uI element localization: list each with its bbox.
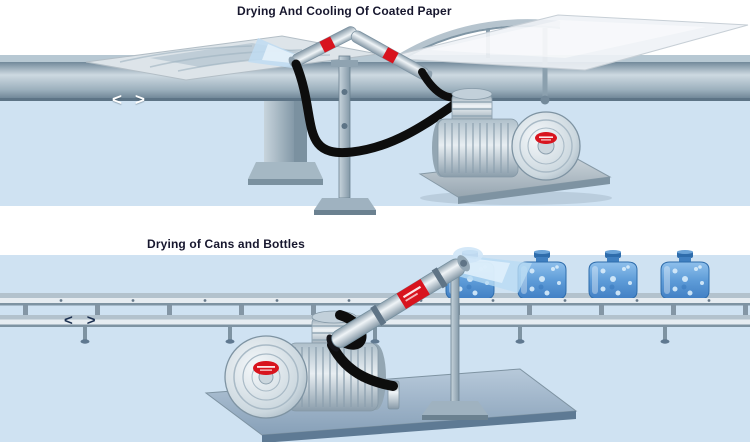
paper-drying-illustration [0,14,750,215]
air-knife-label [382,47,399,64]
paper-sheet-right [384,14,749,71]
next-arrow-icon[interactable]: > [134,90,145,109]
carousel-nav-top: < > [112,91,145,108]
carousel-nav-bottom: < > [64,313,96,328]
section-title-bottles: Drying of Cans and Bottles [147,237,305,251]
air-knife-label [319,36,336,53]
prev-arrow-icon[interactable]: < [64,312,73,329]
air-knife-stand [314,55,376,215]
next-arrow-icon[interactable]: > [86,312,96,329]
air-knife [326,255,470,352]
air-knife-stand [422,262,488,420]
air-spray [453,247,532,293]
prev-arrow-icon[interactable]: < [112,90,122,109]
conveyor-pillar [248,98,323,185]
blower [418,88,612,205]
cans-bottles-illustration [0,247,750,442]
section-title-paper: Drying And Cooling Of Coated Paper [237,4,452,18]
air-knife-label [396,279,430,310]
brand-badge [253,361,279,375]
